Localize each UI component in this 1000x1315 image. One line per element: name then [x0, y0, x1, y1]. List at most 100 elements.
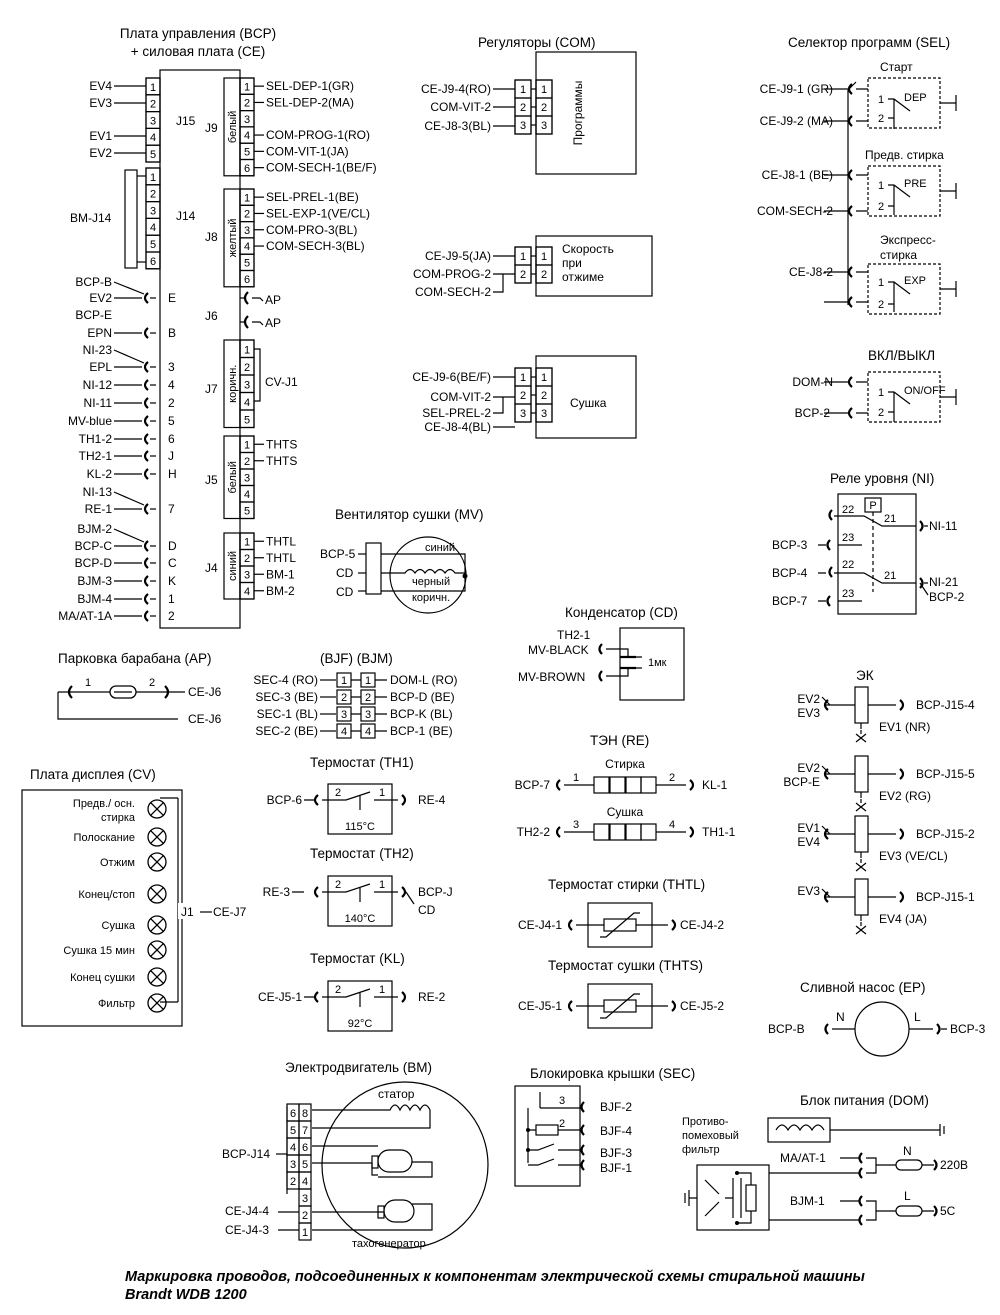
ap-pin-2: 2	[149, 677, 155, 689]
bm-pin-number: 3	[290, 1159, 296, 1171]
pin-number: 1	[541, 372, 547, 384]
dom-title: Блок питания (DOM)	[800, 1093, 929, 1108]
thermostat-box	[327, 783, 393, 835]
bm-pin-number: 7	[302, 1125, 308, 1137]
bcp-pin-label: 5	[168, 414, 175, 428]
terminal-cup	[823, 828, 829, 840]
ni-pin-22b: 22	[842, 559, 854, 571]
bjm-pin-number: 4	[365, 726, 371, 738]
switch-ground	[940, 95, 957, 111]
mv-title: Вентилятор сушки (MV)	[335, 507, 483, 522]
valve-coil	[854, 686, 869, 724]
regulator-label: отжиме	[562, 270, 604, 284]
switch-ground	[940, 389, 957, 405]
valve-name: EV2 (RG)	[879, 789, 931, 803]
sec-wire-1: BJF-2	[600, 1100, 632, 1114]
ntc-slash	[600, 912, 640, 938]
pin-number: 3	[520, 408, 526, 420]
cv-lamp-icon	[147, 852, 167, 872]
thermostat-contact	[304, 988, 398, 998]
pin-number: 2	[520, 102, 526, 114]
sec-pin-2: 2	[559, 1118, 565, 1130]
thermostat-right-wire: BCP-J	[418, 885, 453, 899]
dryer-fan-mv: Вентилятор сушки (MV) BCP-5 CD CD синий …	[320, 507, 483, 614]
valve-left-label: EV3	[797, 884, 820, 898]
bm-wire-3: CE-J4-3	[225, 1223, 269, 1237]
cd-wire-3: MV-BROWN	[518, 670, 585, 684]
connector-wire-label: THTL	[266, 534, 296, 548]
valve-seat-icon	[855, 730, 867, 743]
bcp-left-label: NI-12	[83, 378, 113, 392]
bjf-title: (BJF) (BJM)	[320, 651, 393, 666]
terminal-cup	[313, 886, 319, 898]
sec-wire-4: BJF-1	[600, 1161, 632, 1175]
bjm-pin-number: 3	[365, 709, 371, 721]
pin-number: 1	[541, 84, 547, 96]
terminal-cup	[671, 1000, 677, 1012]
pin-number: 5	[150, 149, 156, 161]
pin-number: 3	[541, 120, 547, 132]
switch-code: PRE	[904, 178, 927, 190]
bcp-pin-label: 4	[168, 378, 175, 392]
pin-number: 4	[150, 132, 156, 144]
terminal-cup	[143, 557, 149, 569]
capacitor-cd: Конденсатор (CD) TH2-1 MV-BLACK MV-BROWN…	[518, 605, 685, 701]
sec-wire-2: BJF-4	[600, 1124, 632, 1138]
pin-number: 4	[244, 397, 250, 409]
ap-pin-1: 1	[85, 677, 91, 689]
regulator-wire-label: COM-SECH-2	[415, 285, 491, 299]
ni-right-3: BCP-2	[929, 590, 965, 604]
bcp-left-label: NI-13	[83, 485, 113, 499]
connector-wire-label: COM-VIT-1(JA)	[266, 144, 349, 158]
pin-number: 3	[520, 120, 526, 132]
terminal-cup	[143, 397, 149, 409]
pin-number: 2	[244, 553, 250, 565]
mv-color-3: коричн.	[412, 592, 450, 604]
thermostat-title: Термостат (TH2)	[310, 846, 414, 861]
bcp-left-label: BCP-C	[75, 539, 113, 553]
valve-seat-icon	[855, 859, 867, 872]
j6-wire-2: AP	[265, 316, 281, 330]
valve-coil	[854, 755, 869, 793]
bcp-pin-label: 1	[168, 592, 175, 606]
valve-wire	[821, 696, 896, 706]
pin-number: 5	[244, 147, 250, 159]
bcp-diag-wire	[113, 491, 145, 506]
dom-l: L	[904, 1189, 911, 1203]
thermostat-title: Термостат (KL)	[310, 951, 405, 966]
ntc-slash	[600, 993, 640, 1019]
bm-pin-number: 4	[302, 1176, 308, 1188]
terminal-cup	[401, 991, 407, 1003]
ep-left: BCP-B	[768, 1022, 805, 1036]
cd-title: Конденсатор (CD)	[565, 605, 678, 620]
cv-item-label: Конец/стоп	[78, 889, 135, 901]
heater-segment	[609, 823, 626, 841]
ni-pin-23a: 23	[842, 532, 854, 544]
sel-start-label: Старт	[880, 60, 913, 74]
bjf-pin-number: 1	[341, 675, 347, 687]
pin-number: 1	[244, 345, 250, 357]
bcp-left-label: EV2	[89, 146, 112, 160]
bjf-left-label: SEC-2 (BE)	[255, 724, 318, 738]
wire	[493, 376, 515, 428]
ni-title: Реле уровня (NI)	[830, 471, 934, 486]
bm-pin-number: 5	[290, 1125, 296, 1137]
regulator-wire-label: CE-J8-4(BL)	[424, 420, 491, 434]
cd-value: 1мк	[648, 657, 667, 669]
caption-line-1: Маркировка проводов, подсоединенных к ко…	[125, 1269, 866, 1285]
pin-number: 5	[150, 239, 156, 251]
thermostat-temp: 115°C	[345, 821, 375, 833]
connector-name: J7	[205, 382, 218, 396]
pin-number: 2	[150, 99, 156, 111]
pin-number: 1	[244, 537, 250, 549]
wire	[493, 255, 515, 293]
pin-number: 3	[244, 380, 250, 392]
bcp-left-label: EPL	[89, 360, 112, 374]
bcp-left-label: MA/AT-1A	[58, 609, 112, 623]
ntc-title: Термостат стирки (THTL)	[548, 877, 705, 892]
valve-seat-icon	[855, 799, 867, 812]
